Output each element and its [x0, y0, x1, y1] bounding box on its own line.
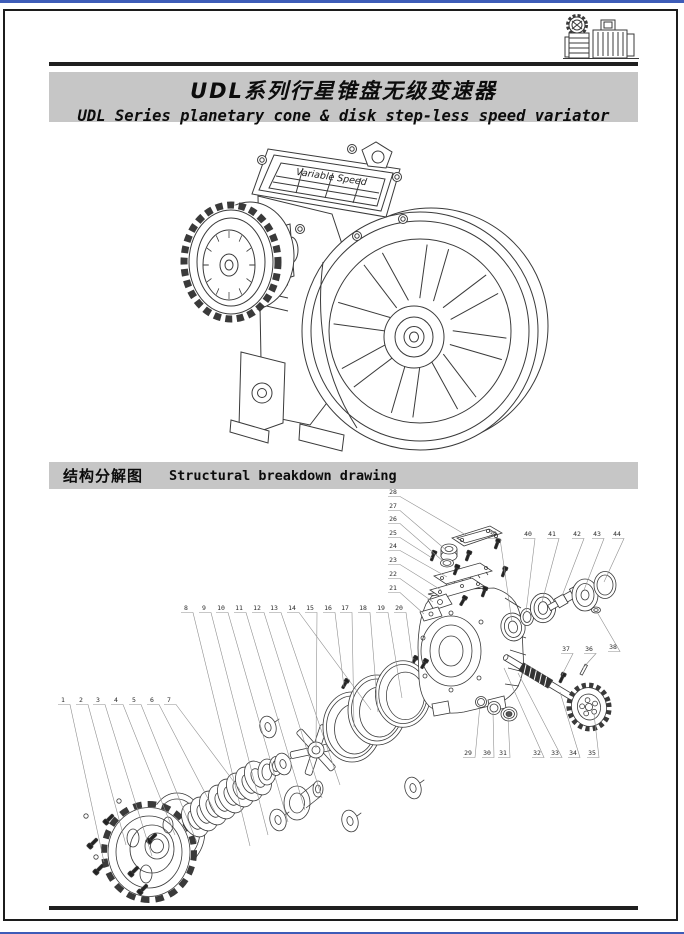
part-number: 1: [61, 696, 65, 704]
page-border: [3, 9, 678, 921]
part-number: 3: [96, 696, 100, 704]
worm-shaft-assembly: [475, 654, 612, 732]
part-number: 42: [573, 530, 581, 538]
cone-disks: [322, 660, 432, 763]
part-number: 7: [167, 696, 171, 704]
exploded-view-drawing: 1234567891011121314151617181920212223242…: [58, 488, 625, 903]
part-number: 41: [548, 530, 556, 538]
lifting-eye: [361, 141, 393, 169]
part-number: 37: [562, 645, 570, 653]
control-assembly: [419, 525, 509, 622]
part-number: 23: [389, 556, 397, 564]
page-title-en: UDL Series planetary cone & disk step-le…: [77, 107, 610, 125]
part-number: 5: [132, 696, 136, 704]
part-number: 38: [609, 643, 617, 651]
part-number: 2: [79, 696, 83, 704]
part-number: 15: [306, 604, 314, 612]
part-number: 32: [533, 749, 541, 757]
page-title-cn: UDL系列行星锥盘无级变速器: [190, 79, 497, 103]
part-number: 12: [253, 604, 261, 612]
part-number: 19: [377, 604, 385, 612]
page-top-edge: [0, 0, 684, 3]
part-number: 31: [499, 749, 507, 757]
section-title-en: Structural breakdown drawing: [169, 467, 397, 484]
part-number: 33: [551, 749, 559, 757]
bottom-rule: [49, 906, 638, 910]
part-number: 6: [150, 696, 154, 704]
part-number: 8: [184, 604, 188, 612]
mounting-feet: [229, 351, 345, 452]
part-number: 20: [395, 604, 403, 612]
part-number: 35: [588, 749, 596, 757]
nameplate-cover: Variable Speed: [251, 144, 408, 241]
gearmotor-icon: [563, 14, 639, 59]
part-number: 18: [359, 604, 367, 612]
part-number: 34: [569, 749, 577, 757]
part-number: 10: [217, 604, 225, 612]
part-number: 16: [324, 604, 332, 612]
part-number: 11: [235, 604, 243, 612]
title-bar: UDL系列行星锥盘无级变速器 UDL Series planetary cone…: [49, 72, 638, 125]
section-header: 结构分解图 Structural breakdown drawing: [49, 462, 638, 489]
part-number: 14: [288, 604, 296, 612]
part-number: 24: [389, 542, 397, 550]
part-number: 25: [389, 529, 397, 537]
part-number: 39: [489, 530, 497, 538]
housing: [417, 585, 527, 717]
part-number: 9: [202, 604, 206, 612]
part-number: 4: [114, 696, 118, 704]
page-bottom-edge: [0, 932, 684, 934]
variator-isometric-drawing: Variable Speed: [180, 141, 549, 452]
part-number: 44: [613, 530, 621, 538]
part-number: 30: [483, 749, 491, 757]
planet-carrier: [289, 724, 343, 776]
output-flange-disc: [301, 211, 539, 451]
part-number: 17: [341, 604, 349, 612]
part-number: 26: [389, 515, 397, 523]
top-rule: [49, 62, 638, 66]
part-number: 40: [524, 530, 532, 538]
output-shaft-assembly: [497, 571, 617, 644]
speed-handwheel: [180, 201, 295, 323]
small-parts: [256, 654, 429, 835]
part-number: 13: [270, 604, 278, 612]
part-number: 22: [389, 570, 397, 578]
part-number: 29: [464, 749, 472, 757]
part-number: 28: [389, 488, 397, 496]
section-title-cn: 结构分解图: [63, 467, 144, 485]
part-number: 21: [389, 584, 397, 592]
part-number: 27: [389, 502, 397, 510]
part-number: 43: [593, 530, 601, 538]
part-number: 36: [585, 645, 593, 653]
